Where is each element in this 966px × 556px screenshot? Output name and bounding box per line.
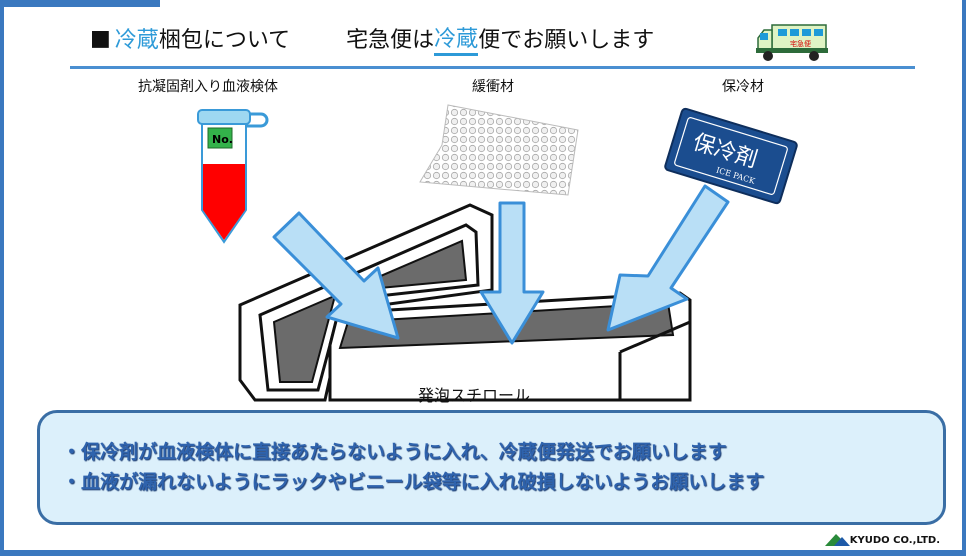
slide-title: ■ 冷蔵 梱包について 宅急便は 冷蔵 便でお願いします	[90, 21, 655, 56]
title-packing: 梱包について	[158, 28, 291, 53]
arrow-cushion-into-box	[479, 201, 545, 345]
title-rule	[70, 66, 915, 69]
coolant-label: 保冷材	[722, 79, 764, 95]
note-line-1: ・保冷剤が血液検体に直接あたらないように入れ、冷蔵便発送でお願いします	[62, 441, 727, 463]
note-line-2: ・血液が漏れないようにラックやビニール袋等に入れ破損しないようお願いします	[62, 471, 765, 493]
company-logo-icon	[825, 534, 850, 546]
blood-sample-label: 抗凝固剤入り血液検体	[138, 79, 278, 95]
tube-tag: No.	[212, 133, 233, 146]
company-name-text: KYUDO CO.,LTD.	[849, 535, 940, 546]
top-tab	[0, 0, 160, 7]
arrow-blood-into-box	[272, 211, 400, 340]
arrow-coolant-into-box	[606, 184, 730, 332]
styrofoam-label: 発泡スチロール	[418, 386, 531, 405]
ice-pack-icon: 保冷剤 ICE PACK	[664, 107, 798, 205]
title-bullet: ■	[90, 25, 111, 51]
company-name: KYUDO CO.,LTD.	[850, 535, 940, 546]
title-delivery-pre: 宅急便は	[346, 28, 435, 53]
title-highlight-cold-2: 冷蔵	[434, 21, 479, 56]
cushion-label: 緩衝材	[472, 79, 514, 95]
title-delivery-rest: 便でお願いします	[478, 28, 655, 53]
truck-text: 宅急便	[790, 39, 811, 48]
notes-box: ・保冷剤が血液検体に直接あたらないように入れ、冷蔵便発送でお願いします ・血液が…	[37, 410, 946, 525]
truck-icon: 宅急便	[756, 24, 828, 61]
bubble-wrap-icon	[419, 104, 579, 196]
title-highlight-cold: 冷蔵	[114, 28, 159, 53]
blood-tube-icon: No.	[197, 109, 269, 244]
styrofoam-box	[328, 291, 692, 402]
